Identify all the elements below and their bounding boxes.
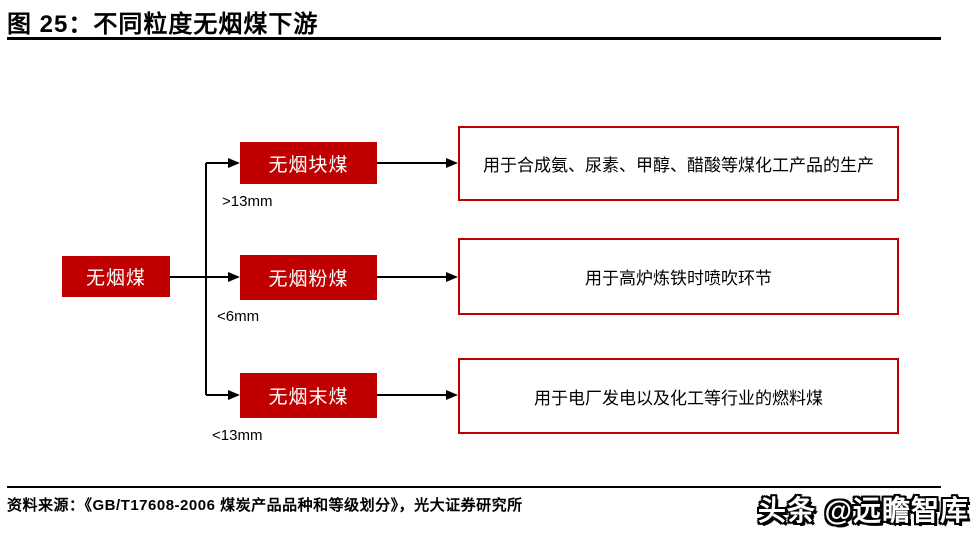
source-text: 资料来源：《GB/T17608-2006 煤炭产品品种和等级划分》，光大证券研究… xyxy=(7,497,523,514)
watermark-text: 头条 @远瞻智库 xyxy=(757,495,969,526)
node-anthracite-lump: 无烟块煤 xyxy=(240,142,377,184)
size-label-pulverized: <6mm xyxy=(217,308,260,325)
size-label-slack: <13mm xyxy=(212,427,263,444)
arrow-icon xyxy=(446,158,458,168)
arrow-icon xyxy=(228,390,240,400)
title-rule xyxy=(7,37,941,40)
root-node-anthracite: 无烟煤 xyxy=(62,256,170,297)
footer-rule xyxy=(7,486,941,488)
size-label-lump: >13mm xyxy=(222,193,273,210)
arrow-icon xyxy=(228,158,240,168)
use-box-slack: 用于电厂发电以及化工等行业的燃料煤 xyxy=(458,358,899,434)
arrow-icon xyxy=(446,272,458,282)
use-box-lump: 用于合成氨、尿素、甲醇、醋酸等煤化工产品的生产 xyxy=(458,126,899,201)
figure-title: 图 25：不同粒度无烟煤下游 xyxy=(7,11,319,38)
arrow-icon xyxy=(228,272,240,282)
node-anthracite-pulverized: 无烟粉煤 xyxy=(240,255,377,300)
use-box-pulverized: 用于高炉炼铁时喷吹环节 xyxy=(458,238,899,315)
arrow-icon xyxy=(446,390,458,400)
node-anthracite-slack: 无烟末煤 xyxy=(240,373,377,418)
